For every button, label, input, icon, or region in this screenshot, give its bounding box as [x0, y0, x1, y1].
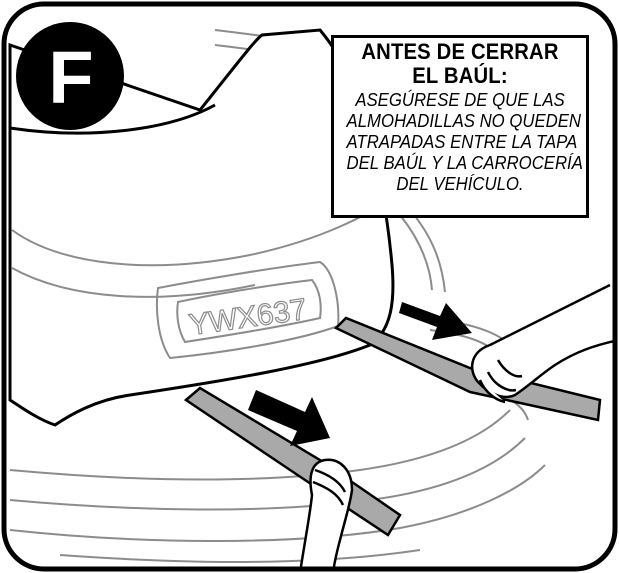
step-badge-letter: F [48, 36, 94, 119]
note-title-line: ANTES DE CERRAR [361, 39, 559, 64]
note-body-line: DEL VEHÍCULO. [396, 174, 524, 194]
hand-left [298, 458, 354, 569]
note-body-line: ALMOHADILLAS NO QUEDEN [346, 111, 581, 131]
note-body-line: ASEGÚRESE DE QUE LAS [355, 90, 565, 110]
note-title: ANTES DE CERRAR EL BAÚL: [348, 40, 572, 88]
warning-note: ANTES DE CERRAR EL BAÚL: ASEGÚRESE DE QU… [331, 35, 589, 218]
strap-rear [333, 316, 602, 422]
hand-right [470, 283, 615, 404]
note-title-line: EL BAÚL: [412, 63, 508, 88]
rear-window-edge [9, 103, 216, 135]
step-badge [16, 22, 124, 130]
note-body: ASEGÚRESE DE QUE LAS ALMOHADILLAS NO QUE… [346, 90, 583, 195]
note-body-line: ATRAPADAS ENTRE LA TAPA [346, 132, 578, 152]
trunk-lid-crease-2 [11, 267, 256, 298]
arrow-right-icon [399, 302, 472, 340]
trunk-lid [8, 28, 395, 427]
scene: YWX637 [8, 22, 615, 569]
note-body-line: DEL BAÚL Y LA CARROCERÍA [346, 153, 583, 173]
arrow-left-icon [248, 390, 330, 446]
